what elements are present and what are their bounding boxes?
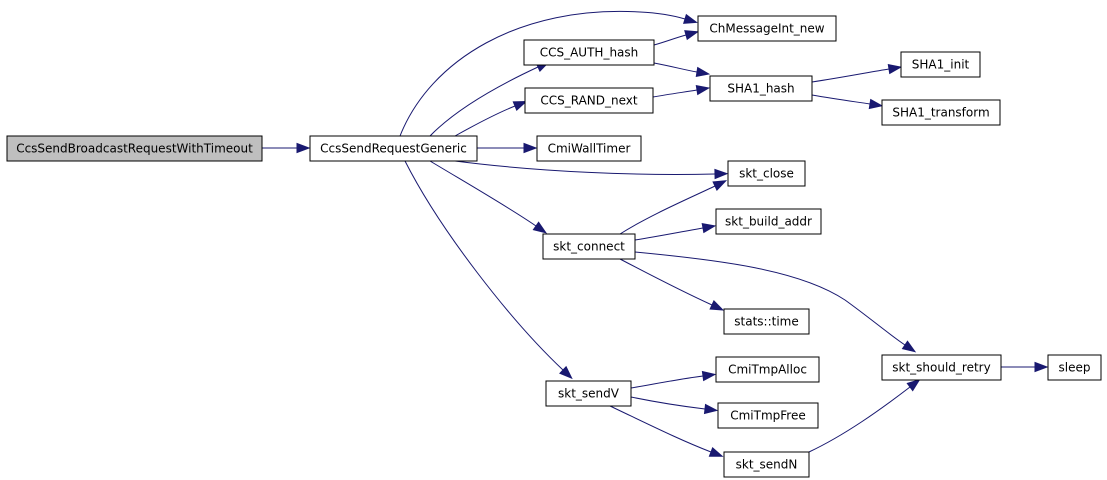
node-skt-send-n[interactable]: skt_sendN	[723, 451, 810, 478]
node-cmi-tmp-alloc[interactable]: CmiTmpAlloc	[715, 356, 820, 383]
edge-root-generic	[262, 142, 311, 154]
node-label: stats::time	[734, 315, 798, 329]
node-label: skt_connect	[553, 240, 625, 254]
node-label: skt_sendN	[736, 458, 798, 472]
edge-sha1hash-sha1transform	[811, 94, 884, 110]
node-sleep[interactable]: sleep	[1047, 354, 1102, 381]
node-stats-time[interactable]: stats::time	[723, 308, 810, 335]
call-graph-nodes: CcsSendBroadcastRequestWithTimeout CcsSe…	[6, 15, 1102, 478]
node-label: CCS_AUTH_hash	[540, 46, 639, 60]
node-ccs-auth-hash[interactable]: CCS_AUTH_hash	[523, 39, 655, 66]
node-skt-close[interactable]: skt_close	[727, 160, 806, 187]
node-label: CmiTmpAlloc	[728, 363, 807, 377]
edge-sktconnect-sktbuild	[634, 222, 717, 241]
node-skt-should-retry[interactable]: skt_should_retry	[881, 354, 1002, 381]
node-label: SHA1_hash	[727, 82, 794, 96]
edge-sha1hash-sha1init	[811, 63, 903, 83]
node-label: sleep	[1059, 361, 1091, 375]
node-label: SHA1_init	[912, 58, 970, 72]
node-label: skt_sendV	[558, 387, 620, 401]
edge-rand-sha1hash	[652, 84, 711, 98]
node-label: skt_build_addr	[725, 215, 812, 229]
edge-generic-sktsendv	[404, 160, 573, 380]
node-sha1-init[interactable]: SHA1_init	[900, 51, 981, 78]
edge-sktsendv-tmpalloc	[630, 370, 717, 389]
edge-generic-rand	[454, 100, 528, 137]
edge-generic-msgnew	[399, 10, 698, 137]
node-sha1-hash[interactable]: SHA1_hash	[709, 75, 813, 102]
node-label: skt_close	[739, 167, 794, 181]
edge-generic-sktconnect	[429, 160, 548, 234]
node-skt-connect[interactable]: skt_connect	[542, 233, 636, 260]
node-sha1-transform[interactable]: SHA1_transform	[881, 99, 1001, 126]
edge-sktconnect-sktclose	[619, 180, 728, 235]
node-label: ChMessageInt_new	[709, 22, 824, 36]
node-ccs-send-broadcast-request-with-timeout[interactable]: CcsSendBroadcastRequestWithTimeout	[6, 135, 263, 162]
node-label: skt_should_retry	[892, 361, 990, 375]
edge-auth-msgnew	[653, 30, 699, 46]
node-cmi-tmp-free[interactable]: CmiTmpFree	[717, 402, 819, 429]
node-label: CcsSendRequestGeneric	[320, 142, 467, 156]
edge-auth-sha1hash	[653, 62, 711, 78]
edge-sktsendv-sktsendn	[609, 405, 724, 457]
node-label: CCS_RAND_next	[540, 94, 638, 108]
edge-generic-timer	[477, 142, 538, 154]
edge-generic-sktclose	[454, 160, 729, 180]
node-ch-message-int-new[interactable]: ChMessageInt_new	[697, 15, 837, 42]
node-label: CcsSendBroadcastRequestWithTimeout	[16, 142, 253, 156]
node-label: CmiTmpFree	[730, 409, 806, 423]
node-label: CmiWallTimer	[548, 142, 631, 156]
node-label: SHA1_transform	[892, 106, 989, 120]
node-skt-build-addr[interactable]: skt_build_addr	[715, 208, 822, 235]
edge-sktsendv-tmpfree	[630, 396, 719, 415]
edge-sktretry-sleep	[1001, 361, 1049, 373]
node-skt-send-v[interactable]: skt_sendV	[545, 380, 632, 407]
node-ccs-send-request-generic[interactable]: CcsSendRequestGeneric	[309, 135, 478, 162]
edge-sktconnect-statstime	[619, 258, 725, 311]
node-cmi-wall-timer[interactable]: CmiWallTimer	[536, 135, 642, 162]
edge-sktconnect-sktretry	[634, 251, 917, 353]
edge-sktsendn-sktretry	[808, 378, 921, 453]
node-ccs-rand-next[interactable]: CCS_RAND_next	[524, 87, 654, 114]
call-graph-edges	[262, 10, 1049, 457]
